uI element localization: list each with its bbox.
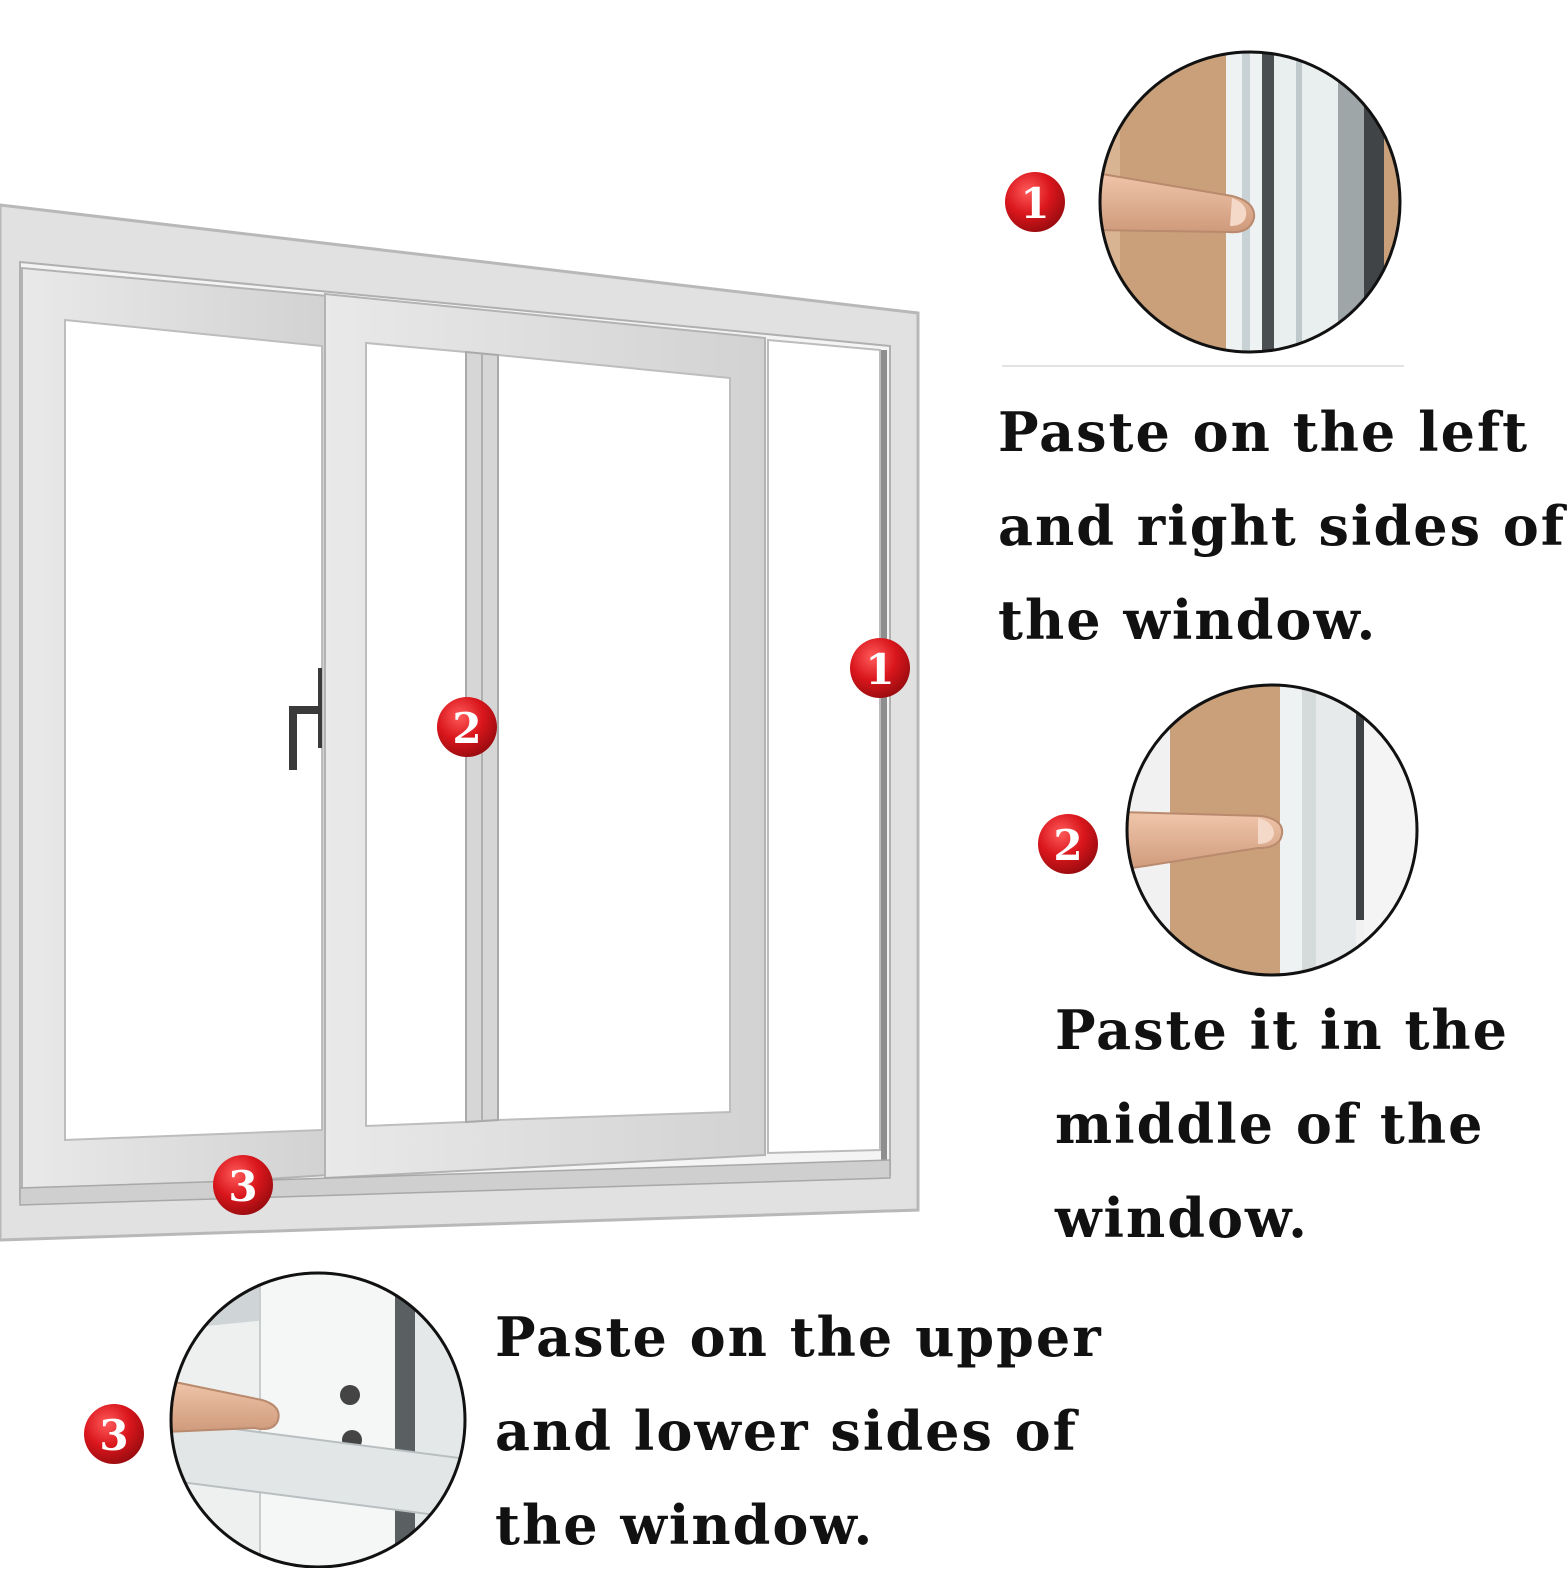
badge-detail-one: 1 <box>1005 172 1065 232</box>
right-sliding-sash <box>324 292 766 1180</box>
finger-icon <box>1127 810 1284 872</box>
caption-line: and right sides of <box>998 494 1567 558</box>
caption-line: Paste it in the <box>1055 998 1510 1062</box>
caption-line: the window. <box>495 1493 875 1557</box>
finger-icon <box>1100 170 1256 234</box>
finger-icon <box>171 1378 280 1434</box>
detail-left-right-sides <box>1002 50 1404 367</box>
detail-middle <box>1125 683 1419 977</box>
badge-window-side: 1 <box>850 638 910 698</box>
badge-detail-three: 3 <box>84 1404 144 1464</box>
screw-hole-icon <box>340 1385 360 1405</box>
badge-window-middle: 2 <box>437 697 497 757</box>
detail-upper-lower <box>169 1271 467 1568</box>
caption-line: Paste on the upper <box>495 1305 1103 1369</box>
svg-text:3: 3 <box>228 1162 257 1211</box>
caption-line: and lower sides of <box>495 1399 1078 1463</box>
svg-text:1: 1 <box>865 645 894 694</box>
window-handle-icon <box>318 668 322 748</box>
badge-window-bottom: 3 <box>213 1155 273 1215</box>
left-sliding-sash <box>21 266 329 1197</box>
caption-line: window. <box>1055 1186 1309 1250</box>
right-fixed-glass <box>767 338 881 1155</box>
caption-line: Paste on the left <box>998 400 1530 464</box>
svg-text:2: 2 <box>452 704 481 753</box>
caption-line: middle of the <box>1055 1092 1485 1156</box>
badge-detail-two: 2 <box>1038 814 1098 874</box>
caption-upper-lower-sides: Paste on the upper and lower sides of th… <box>495 1290 1103 1572</box>
svg-text:2: 2 <box>1053 821 1082 870</box>
caption-middle: Paste it in the middle of the window. <box>1055 983 1509 1265</box>
right-sash-glass-right <box>497 353 731 1122</box>
svg-text:3: 3 <box>99 1411 128 1460</box>
svg-text:1: 1 <box>1020 179 1049 228</box>
left-sash-glass <box>64 318 323 1142</box>
caption-left-right-sides: Paste on the left and right sides of the… <box>998 385 1566 667</box>
caption-line: the window. <box>998 588 1378 652</box>
